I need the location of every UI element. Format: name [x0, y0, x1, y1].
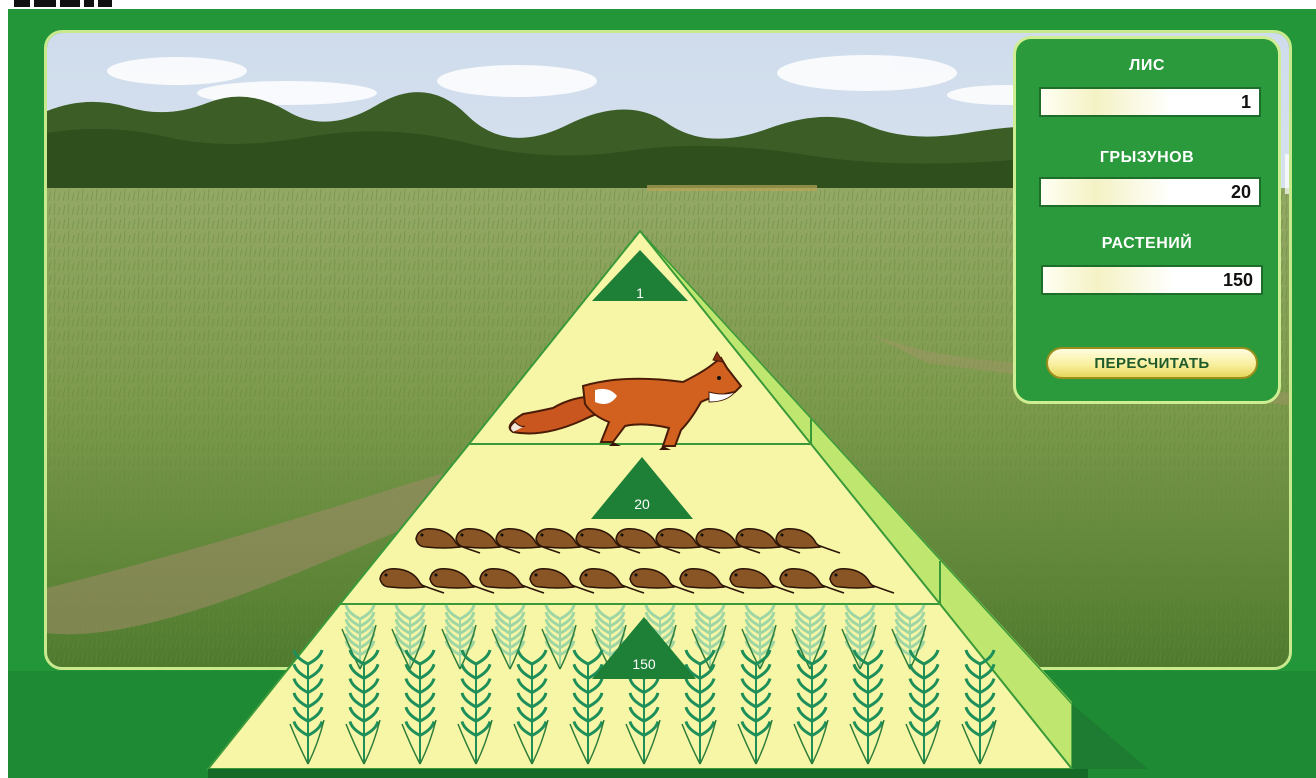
- foxes-label: ЛИС: [1016, 57, 1278, 75]
- cropped-title-glyph: [14, 0, 134, 7]
- rodents-label: ГРЫЗУНОВ: [1016, 149, 1278, 167]
- recalculate-button[interactable]: ПЕРЕСЧИТАТЬ: [1046, 347, 1258, 379]
- foxes-field[interactable]: [1039, 87, 1261, 117]
- app-frame: 1 20 150 ЛИС ГРЫЗУНОВ РАСТЕНИЙ ПЕРЕСЧИТА…: [8, 9, 1316, 778]
- control-panel: ЛИС ГРЫЗУНОВ РАСТЕНИЙ ПЕРЕСЧИТАТЬ: [1013, 36, 1281, 404]
- bottom-shadow: [208, 769, 1088, 778]
- bottom-count-label: 150: [632, 656, 656, 672]
- top-strip: [0, 0, 1316, 9]
- scrollbar-notch: [1285, 154, 1289, 194]
- rodents-field[interactable]: [1039, 177, 1261, 207]
- top-count-label: 1: [636, 285, 644, 301]
- plants-label: РАСТЕНИЙ: [1016, 235, 1278, 253]
- middle-count-label: 20: [634, 496, 650, 512]
- plants-field[interactable]: [1041, 265, 1263, 295]
